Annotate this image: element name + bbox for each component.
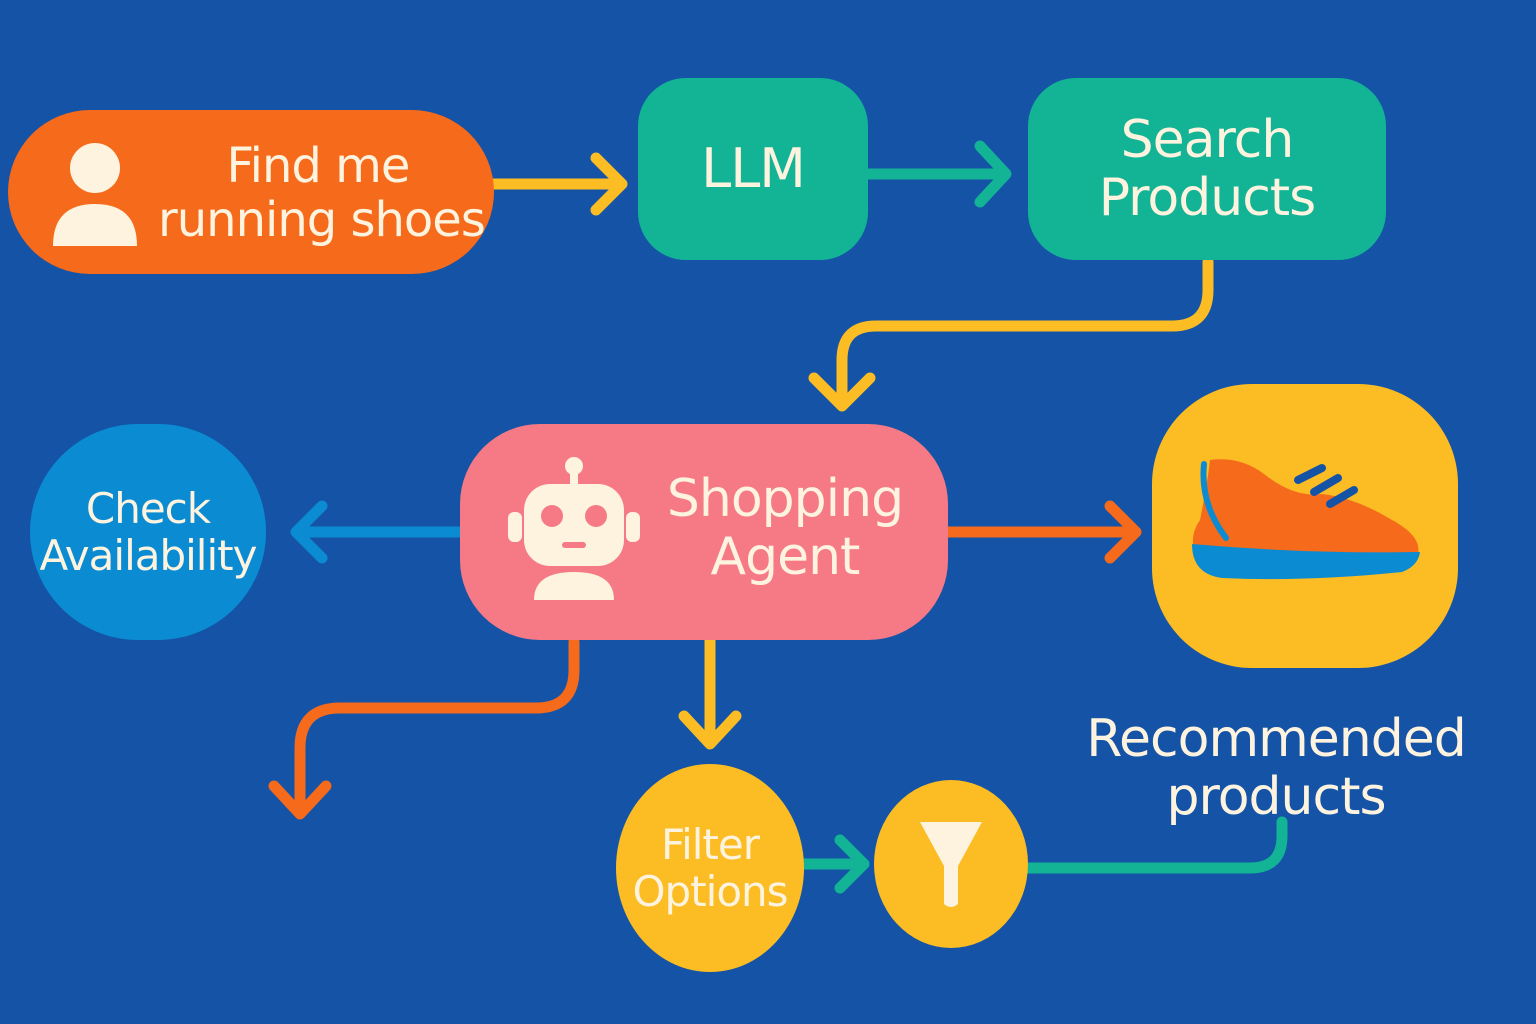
arrow-agent-to-result [942,500,1142,564]
shopping-agent-node[interactable]: Shopping Agent [460,424,948,640]
user-icon [53,143,137,246]
arrow-search-to-agent [808,256,1214,412]
search-label-line1: Search [1120,109,1295,170]
running-shoe-icon [1192,459,1420,580]
query-text-line1: Find me [226,138,411,194]
filter-label-line2: Options [632,867,788,916]
query-node[interactable]: Find me running shoes [8,110,494,274]
search-label-line2: Products [1098,168,1317,228]
query-text-line2: running shoes [158,191,486,248]
agent-label-line2: Agent [710,527,861,588]
recommended-line1: Recommended [1086,708,1466,769]
arrow-filter-to-funnel [794,834,870,894]
arrow-funnel-to-recommended [1020,816,1288,874]
result-node[interactable] [1152,384,1458,668]
check-availability-node[interactable]: Check Availability [30,424,266,640]
recommended-label: Recommended products [1064,706,1488,830]
robot-icon [508,457,640,600]
llm-node[interactable]: LLM [638,78,868,260]
check-label-line2: Availability [39,531,258,580]
agent-label-line1: Shopping [666,469,904,529]
recommended-line2: products [1166,767,1386,827]
arrow-agent-to-check [290,500,464,564]
funnel-icon [920,822,982,907]
llm-label: LLM [701,136,806,200]
check-label-line1: Check [85,483,211,533]
funnel-node[interactable] [874,780,1028,948]
arrow-agent-to-filter [678,634,742,750]
arrow-agent-down-left [268,636,580,820]
filter-label-line1: Filter [660,819,760,869]
filter-options-node[interactable]: Filter Options [616,764,804,972]
arrow-llm-to-search [862,140,1012,208]
arrow-query-to-llm [484,152,628,216]
search-products-node[interactable]: Search Products [1028,78,1386,260]
